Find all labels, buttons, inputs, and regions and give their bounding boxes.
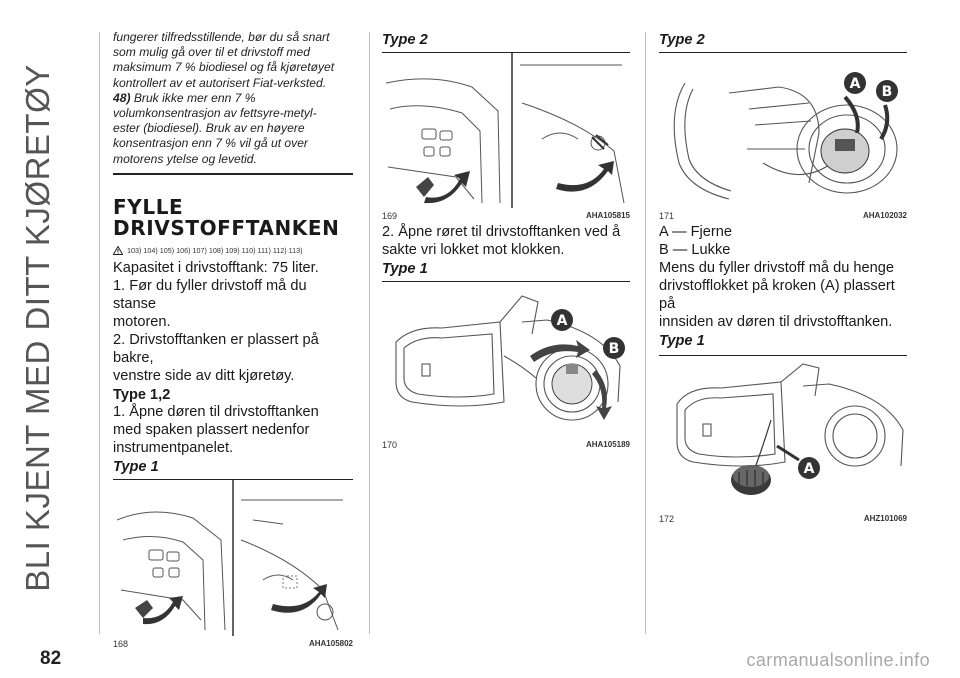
note-line: maksimum 7 % biodiesel og få kjøretøyet: [113, 60, 335, 75]
note-line: konsentrasjon enn 7 % vil gå ut over: [113, 136, 308, 151]
callout-b: B: [882, 84, 893, 100]
figure-code: AHZ101069: [863, 514, 907, 523]
watermark: carmanualsonline.info: [746, 650, 930, 670]
side-title-text: BLI KJENT MED DITT KJØRETØY: [19, 64, 56, 592]
column-3: Type 2 A B 171 AHA102: [659, 30, 907, 524]
heading-line: FYLLE: [113, 194, 184, 219]
step-text: 2. Drivstofftanken er plassert på bakre,: [113, 331, 319, 366]
column-1: fungerer tilfredsstillende, bør du så sn…: [113, 30, 353, 649]
fuel-cap-type2-illustration: A B: [673, 72, 898, 200]
note-ref-text: Bruk ikke mer enn 7 %: [133, 90, 256, 105]
figure-169: 169 AHA105815: [382, 52, 630, 221]
figure-number: 171: [659, 211, 675, 221]
biodiesel-note: fungerer tilfredsstillende, bør du så sn…: [113, 30, 353, 175]
figure-code: AHA105815: [585, 211, 630, 220]
figure-number: 169: [382, 211, 398, 221]
column-rule: [369, 32, 370, 634]
note-line: som mulig gå over til et drivstoff med: [113, 45, 310, 60]
callout-a: A: [850, 76, 861, 92]
side-section-title: BLI KJENT MED DITT KJØRETØY: [18, 18, 58, 638]
type-label: Type 1: [113, 458, 159, 475]
section-heading: FYLLE DRIVSTOFFTANKEN: [113, 194, 353, 240]
legend-item: B — Lukke: [659, 242, 731, 258]
fuel-cap-hook-illustration: A: [676, 363, 904, 495]
warning-triangle-icon: [113, 245, 123, 255]
dashboard-lever-illustration: [116, 479, 343, 636]
step-text: drivstofflokket på kroken (A) plassert p…: [659, 278, 895, 312]
step-text: motoren.: [113, 313, 171, 330]
figure-code: AHA105802: [308, 638, 353, 648]
step-text: med spaken plassert nedenfor: [113, 421, 310, 438]
type-label: Type 1: [382, 261, 428, 277]
callout-b: B: [609, 341, 620, 357]
warning-references: 103) 104) 105) 106) 107) 108) 109) 110) …: [113, 245, 353, 255]
dashboard-door-illustration: [385, 53, 625, 208]
note-line: volumkonsentrasjon av fettsyre-metyl-: [113, 106, 317, 121]
note-line: fungerer tilfredsstillende, bør du så sn…: [113, 30, 330, 44]
note-ref: 48): [113, 90, 131, 105]
column-rule: [99, 32, 100, 634]
type-label: Type 2: [382, 32, 428, 48]
step-text: instrumentpanelet.: [113, 439, 234, 456]
fuel-cap-removal-illustration: A B: [395, 295, 625, 421]
figure-170: A B 170 AHA105189: [382, 281, 630, 450]
type-label: Type 2: [659, 32, 705, 48]
figure-171: A B 171 AHA102032: [659, 52, 907, 221]
step-text: 2. Åpne røret til drivstofftanken ved å: [382, 224, 621, 240]
step-text: 1. Før du fyller drivstoff må du stanse: [113, 277, 307, 312]
legend-item: A — Fjerne: [659, 224, 732, 240]
step-text: sakte vri lokket mot klokken.: [382, 242, 565, 258]
step-text: venstre side av ditt kjøretøy.: [113, 367, 295, 384]
note-line: motorens ytelse og levetid.: [113, 151, 257, 166]
note-line: kontrollert av et autorisert Fiat-verkst…: [113, 75, 327, 90]
figure-172: A 172 AHZ101069: [659, 355, 907, 524]
figure-number: 170: [382, 440, 398, 450]
page-number: 82: [40, 648, 62, 669]
ref-numbers: 103) 104) 105) 106) 107) 108) 109) 110) …: [127, 245, 303, 255]
figure-code: AHA102032: [862, 211, 907, 220]
callout-a: A: [804, 461, 815, 477]
step-text: 1. Åpne døren til drivstofftanken: [113, 403, 319, 420]
step-text: innsiden av døren til drivstofftanken.: [659, 314, 893, 330]
type-label: Type 1: [659, 333, 705, 349]
figure-168: 168 AHA105802: [113, 478, 353, 649]
capacity-text: Kapasitet i drivstofftank: 75 liter.: [113, 259, 319, 276]
subheading: Type 1,2: [113, 386, 171, 403]
column-rule: [645, 32, 646, 634]
column-2: Type 2 169 AHA105815: [382, 30, 630, 450]
heading-line: DRIVSTOFFTANKEN: [113, 215, 340, 240]
figure-number: 172: [659, 514, 675, 524]
note-line: ester (biodiesel). Bruk av en høyere: [113, 121, 305, 136]
note-line: 48) Bruk ikke mer enn 7 %: [113, 91, 353, 106]
figure-number: 168: [113, 638, 129, 649]
step-text: Mens du fyller drivstoff må du henge: [659, 260, 894, 276]
callout-a: A: [557, 313, 568, 329]
figure-code: AHA105189: [585, 440, 630, 449]
